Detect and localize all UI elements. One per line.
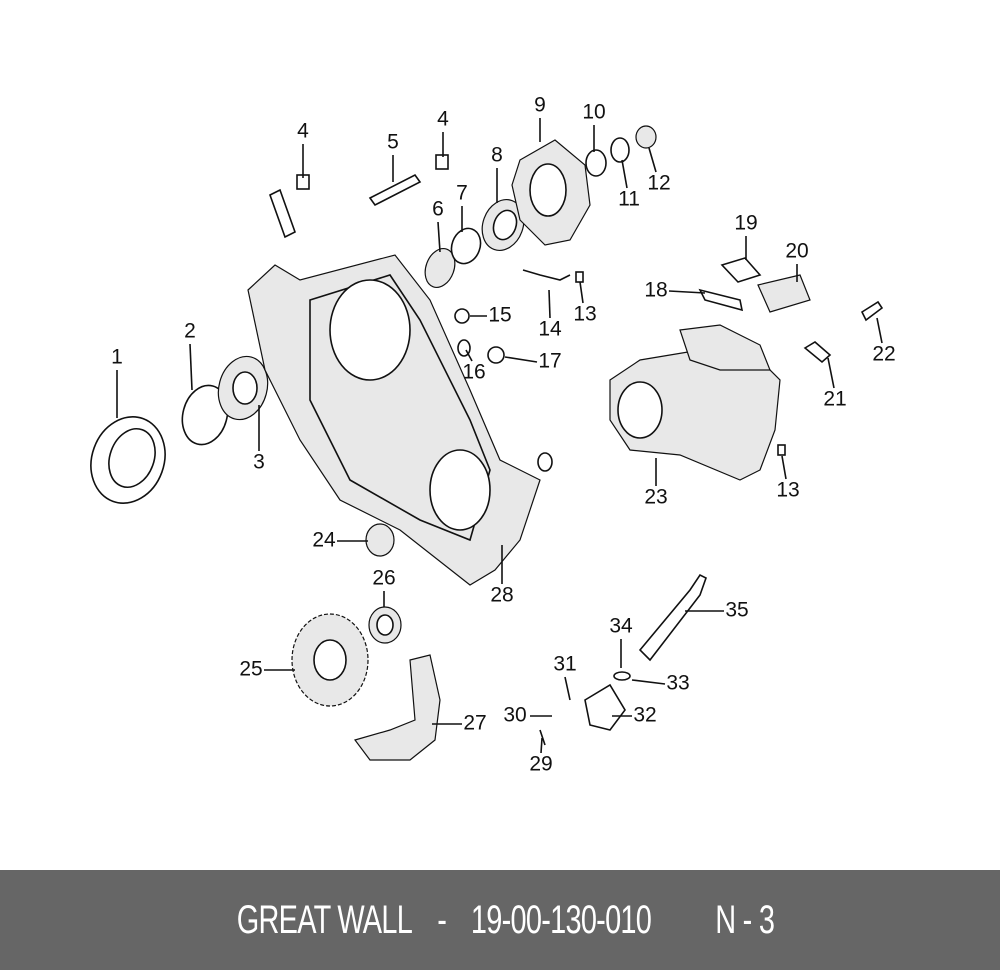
callout-34: 34 bbox=[609, 615, 633, 638]
callout-13b: 13 bbox=[776, 479, 799, 502]
callout-18: 18 bbox=[644, 279, 667, 302]
footer-brand: GREAT WALL bbox=[236, 897, 412, 942]
callout-28: 28 bbox=[490, 584, 513, 607]
footer-part-number: 19-00-130-010 bbox=[470, 897, 652, 942]
callout-25: 25 bbox=[239, 658, 262, 681]
exploded-parts-diagram: 1 2 3 4 4 5 6 7 8 9 10 11 12 13 14 15 16… bbox=[90, 94, 896, 776]
callout-26: 26 bbox=[372, 567, 395, 590]
callout-32: 32 bbox=[633, 704, 656, 727]
callout-9: 9 bbox=[534, 94, 546, 117]
callout-11: 11 bbox=[618, 188, 640, 211]
callout-31: 31 bbox=[553, 653, 576, 676]
callout-labels: 1 2 3 4 4 5 6 7 8 9 10 11 12 13 14 15 16… bbox=[111, 94, 896, 776]
callout-16: 16 bbox=[462, 361, 485, 384]
callout-29: 29 bbox=[529, 753, 552, 776]
part-shapes bbox=[90, 125, 884, 761]
callout-12: 12 bbox=[647, 172, 670, 195]
callout-6: 6 bbox=[432, 198, 444, 221]
footer-text: GREAT WALL - 19-00-130-010 N - 3 bbox=[221, 898, 779, 943]
footer-gap bbox=[670, 898, 707, 943]
callout-7: 7 bbox=[456, 182, 468, 205]
callout-8: 8 bbox=[491, 144, 503, 167]
callout-4: 4 bbox=[297, 120, 309, 143]
callout-20: 20 bbox=[785, 240, 808, 263]
leader-lines bbox=[116, 118, 883, 754]
callout-1: 1 bbox=[111, 346, 123, 369]
callout-4b: 4 bbox=[437, 108, 449, 131]
callout-15: 15 bbox=[488, 304, 511, 327]
callout-33: 33 bbox=[666, 672, 689, 695]
callout-19: 19 bbox=[734, 212, 757, 235]
footer-page: N - 3 bbox=[714, 897, 775, 942]
callout-2: 2 bbox=[184, 320, 196, 343]
callout-3: 3 bbox=[253, 451, 265, 474]
callout-17: 17 bbox=[538, 350, 561, 373]
callout-22: 22 bbox=[872, 343, 895, 366]
callout-24: 24 bbox=[312, 529, 336, 552]
callout-23: 23 bbox=[644, 486, 667, 509]
callout-14: 14 bbox=[538, 318, 562, 341]
callout-35: 35 bbox=[725, 599, 748, 622]
callout-10: 10 bbox=[582, 101, 605, 124]
footer-separator: - bbox=[429, 897, 453, 942]
footer-bar: GREAT WALL - 19-00-130-010 N - 3 bbox=[0, 870, 1000, 970]
callout-5: 5 bbox=[387, 131, 399, 154]
callout-27: 27 bbox=[463, 712, 486, 735]
callout-21: 21 bbox=[823, 388, 846, 411]
callout-13: 13 bbox=[573, 303, 596, 326]
callout-30: 30 bbox=[503, 704, 526, 727]
